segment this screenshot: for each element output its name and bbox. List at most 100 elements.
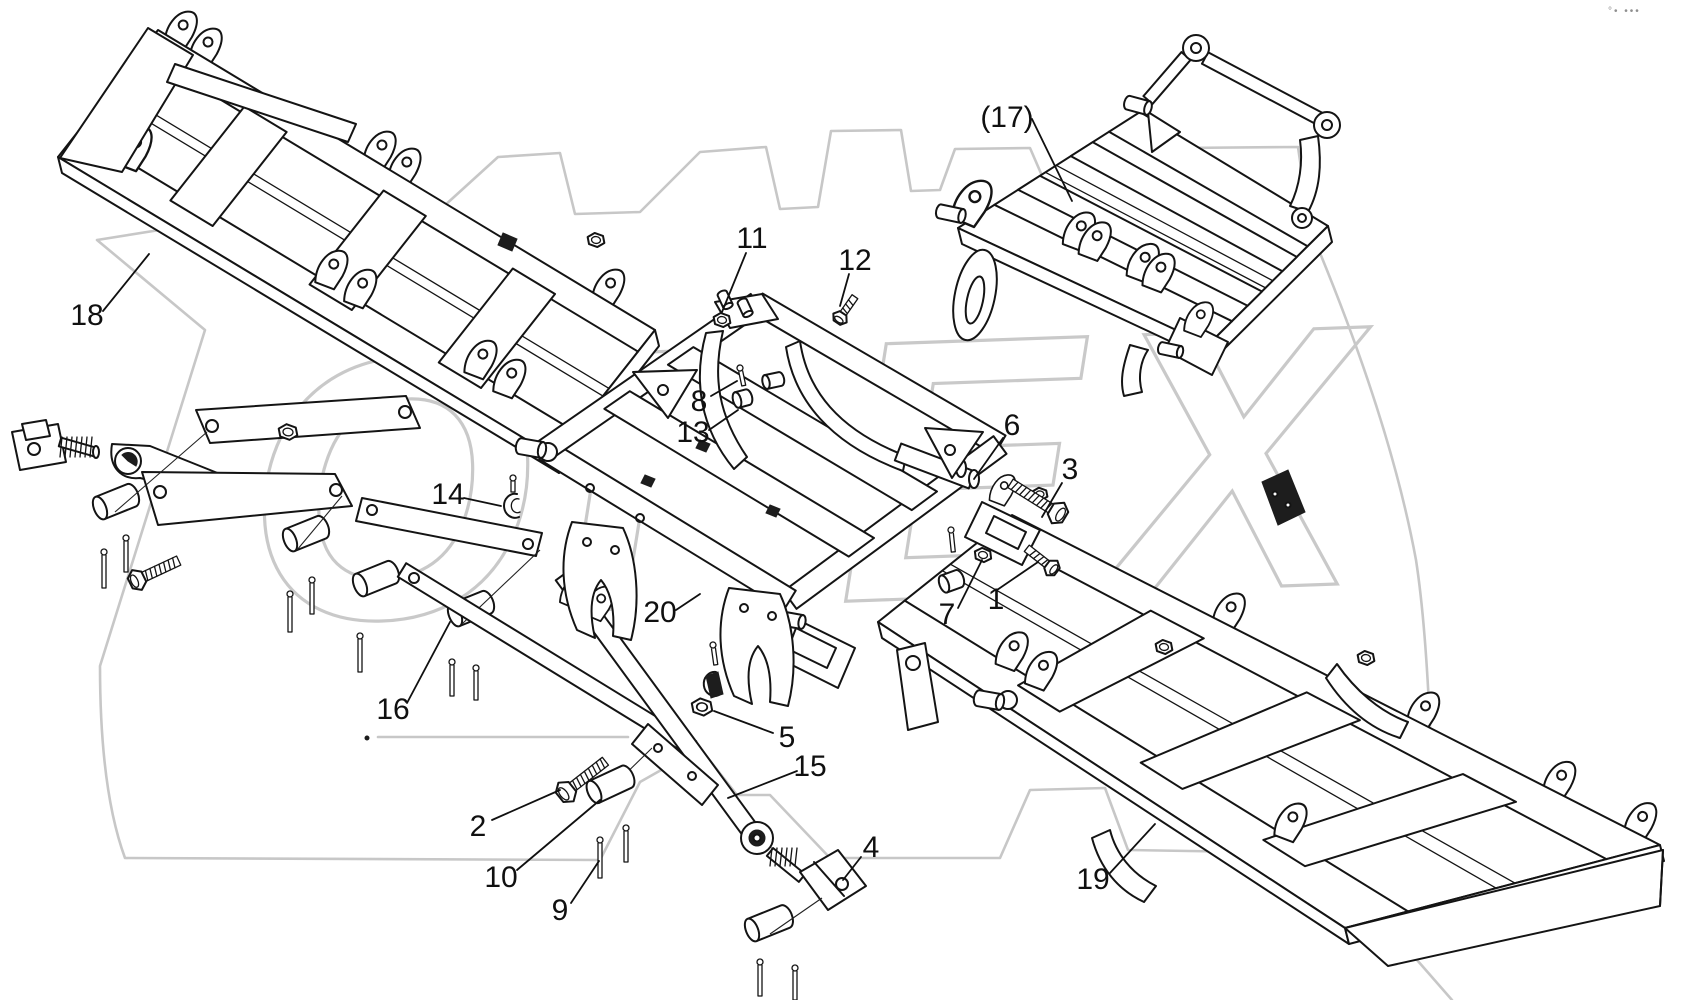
part-callout-20: 20 <box>643 593 701 629</box>
part-callout-13: 13 <box>676 409 739 449</box>
part-callout-9: 9 <box>552 860 600 927</box>
cylinder-pin <box>1123 94 1153 116</box>
hex-nut <box>712 311 732 329</box>
frame-17 <box>934 34 1341 397</box>
part-callout-11: 11 <box>721 222 768 313</box>
part-label-6: 6 <box>1004 409 1021 442</box>
mount-lug <box>988 474 1016 507</box>
cylinder-pin <box>585 764 636 805</box>
part-label-20: 20 <box>643 596 676 629</box>
hex-bolt <box>832 294 859 326</box>
top-link-assembly <box>11 395 543 701</box>
part-label-7: 7 <box>939 598 956 631</box>
part-label-1: 1 <box>988 583 1005 616</box>
split-pin <box>791 964 799 1000</box>
cylinder-pin <box>716 289 734 311</box>
leader-line-6 <box>973 437 1004 480</box>
part-callout-15: 15 <box>727 750 827 799</box>
mount-lug <box>1077 221 1112 262</box>
part-label-14: 14 <box>431 478 464 511</box>
leader-line-15 <box>727 770 798 799</box>
split-pin <box>596 836 604 879</box>
leader-line-2 <box>491 789 561 821</box>
part-callout-17: (17) <box>980 101 1073 202</box>
split-pin <box>509 474 517 493</box>
leader-line-11 <box>721 252 747 313</box>
mount-lug <box>314 249 349 291</box>
split-pin <box>736 364 747 387</box>
part-callout-10: 10 <box>484 799 601 894</box>
part-label-8: 8 <box>691 385 708 418</box>
part-callout-1: 1 <box>988 561 1039 616</box>
part-callout-2: 2 <box>470 789 561 843</box>
mount-lug <box>994 631 1029 673</box>
cylinder-pin <box>937 569 966 594</box>
mount-lug <box>1023 650 1059 692</box>
part-label-9: 9 <box>552 894 569 927</box>
part-label-18: 18 <box>70 299 103 332</box>
part-label-2: 2 <box>470 810 487 843</box>
mount-lug <box>463 339 498 381</box>
cylinder-pin <box>351 559 401 598</box>
part-callout-3: 3 <box>1041 453 1079 518</box>
part-callout-12: 12 <box>838 244 872 307</box>
cylinder-pin <box>934 203 967 224</box>
cylinder-pin <box>1156 341 1185 359</box>
leader-line-3 <box>1041 482 1063 518</box>
cylinder-pin <box>972 689 1006 711</box>
part-callout-6: 6 <box>973 409 1021 480</box>
split-pin <box>472 664 480 701</box>
hex-nut <box>1356 649 1376 667</box>
leader-line-7 <box>957 559 983 609</box>
leader-line-4 <box>842 856 862 881</box>
leader-line-17 <box>1031 118 1073 202</box>
cylinder-pin <box>736 297 754 319</box>
hex-nut <box>586 231 606 249</box>
hex-nut <box>690 697 714 717</box>
mount-lug <box>1141 252 1176 294</box>
cylinder-pin <box>761 371 786 390</box>
hex-nut <box>973 546 993 564</box>
part-callout-7: 7 <box>939 559 983 631</box>
leader-line-1 <box>996 561 1039 591</box>
hex-nut <box>1154 638 1174 656</box>
part-callout-8: 8 <box>691 380 738 418</box>
part-label-13: 13 <box>676 416 709 449</box>
part-callout-5: 5 <box>713 710 795 754</box>
split-pin <box>709 641 719 666</box>
center-frame-20 <box>514 289 1041 707</box>
part-label-4: 4 <box>863 831 880 864</box>
part-label-3: 3 <box>1062 453 1079 486</box>
part-label-15: 15 <box>793 750 826 783</box>
part-label-19: 19 <box>1076 863 1109 896</box>
part-label-12: 12 <box>838 244 871 277</box>
part-label-10: 10 <box>484 861 517 894</box>
leader-line-19 <box>1109 823 1156 874</box>
cylinder-pin <box>514 437 548 459</box>
split-pin <box>448 658 456 697</box>
part-label-11: 11 <box>736 222 767 255</box>
frame-19 <box>877 469 1665 967</box>
split-pin <box>622 824 630 863</box>
split-pin <box>947 526 956 553</box>
split-pin <box>286 590 294 633</box>
leader-line-9 <box>570 860 600 904</box>
leader-line-8 <box>710 380 738 397</box>
leader-line-20 <box>675 593 701 611</box>
part-callout-19: 19 <box>1076 823 1156 896</box>
split-pin <box>756 958 764 997</box>
part-callout-4: 4 <box>842 831 880 881</box>
hex-bolt <box>554 756 610 803</box>
corner-mark: °• ••• <box>1608 6 1641 17</box>
leader-line-13 <box>708 409 739 431</box>
part-callout-14: 14 <box>431 478 502 511</box>
mount-lug <box>492 358 527 400</box>
leader-line-16 <box>406 621 451 704</box>
mount-lug <box>1273 802 1308 844</box>
u-bracket-plate <box>719 587 795 707</box>
u-bracket-plate <box>562 521 638 641</box>
hex-nut <box>277 423 299 441</box>
part-callout-16: 16 <box>376 621 451 726</box>
